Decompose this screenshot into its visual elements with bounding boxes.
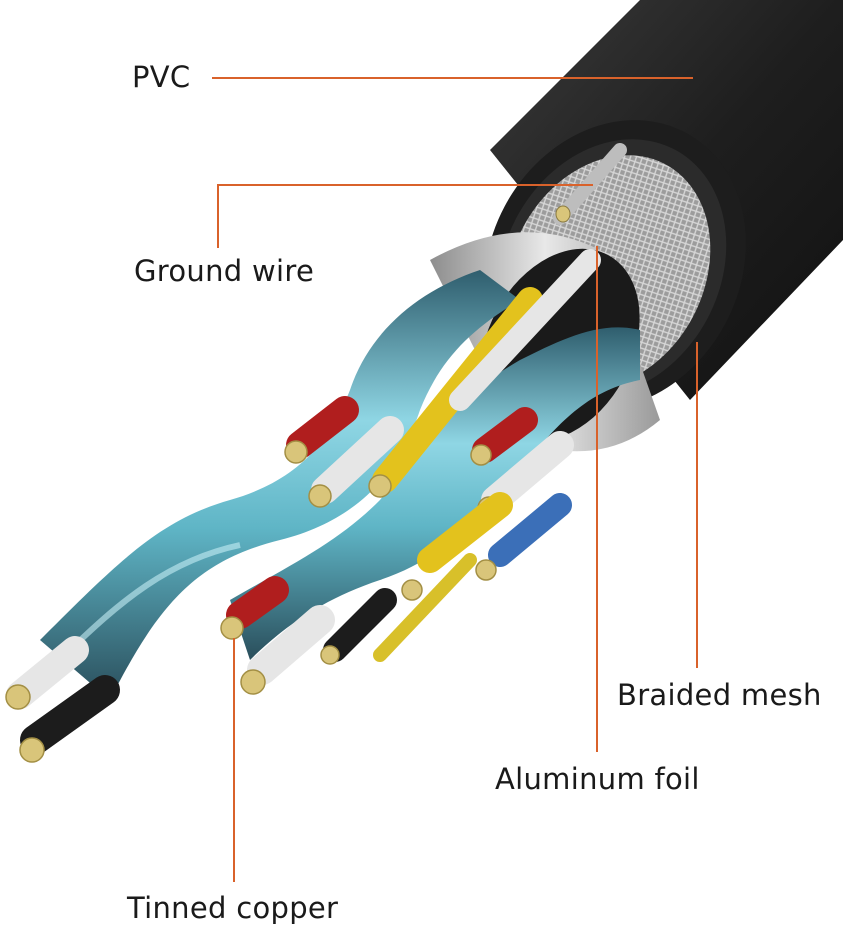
wire-black-1: [19, 675, 120, 763]
leader-lines: [212, 77, 698, 882]
wire-yellow-3: [373, 553, 477, 662]
wire-black-2: [320, 588, 397, 665]
leader-ground-wire: [217, 184, 593, 248]
wire-white-1: [5, 636, 89, 710]
label-pvc: PVC: [132, 60, 191, 94]
wire-red-1: [284, 396, 359, 464]
wire-red-3: [220, 576, 289, 640]
wire-white-3: [449, 249, 601, 411]
wire-yellow-2: [401, 492, 513, 601]
label-aluminum-foil: Aluminum foil: [495, 762, 700, 796]
wire-red-2: [470, 407, 538, 466]
wire-white-2: [308, 416, 404, 508]
label-tinned-copper: Tinned copper: [127, 891, 339, 925]
label-braided-mesh: Braided mesh: [617, 678, 822, 712]
shielded-pair-right: [230, 327, 640, 660]
wire-white-5: [240, 605, 335, 695]
wire-blue-1: [475, 493, 572, 581]
label-ground-wire: Ground wire: [134, 254, 315, 288]
